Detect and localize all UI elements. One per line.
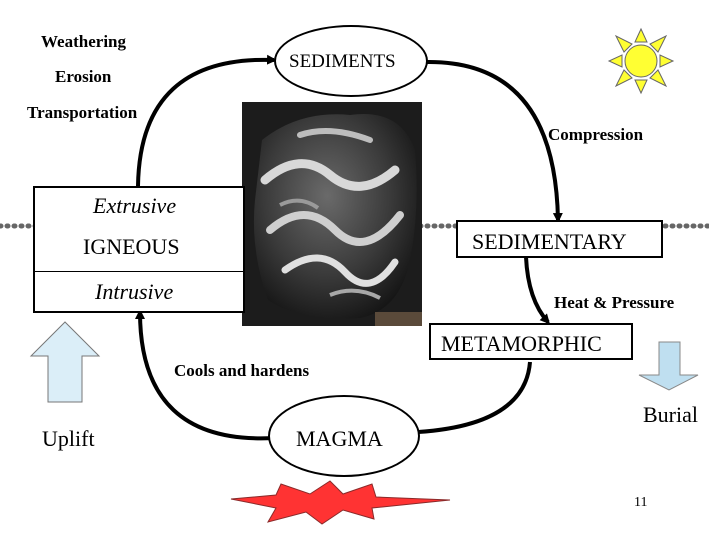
rock-photo <box>242 102 422 326</box>
magma-burst-icon <box>230 480 451 525</box>
metamorphic-box <box>429 323 633 360</box>
metamorphic-label: METAMORPHIC <box>441 331 602 356</box>
uplift-label: Uplift <box>42 426 95 451</box>
igneous-label: IGNEOUS <box>83 234 180 259</box>
transportation-label: Transportation <box>27 103 138 122</box>
heat-pressure-label: Heat & Pressure <box>554 293 675 312</box>
arrow-up-icon <box>29 321 101 403</box>
arrow-sedimentary-to-metamorphic <box>524 256 551 325</box>
compression-label: Compression <box>548 125 644 144</box>
arrow-magma-to-igneous <box>135 309 275 441</box>
sediments-oval <box>274 25 428 97</box>
page-number: 11 <box>634 495 648 510</box>
sedimentary-label: SEDIMENTARY <box>472 229 627 254</box>
magma-oval <box>268 395 420 477</box>
igneous-box <box>33 186 245 313</box>
cools-hardens-label: Cools and hardens <box>174 361 310 380</box>
sedimentary-box <box>456 220 663 258</box>
magma-label: MAGMA <box>296 426 383 451</box>
burial-label: Burial <box>643 402 698 427</box>
weathering-label: Weathering <box>41 32 126 51</box>
intrusive-label: Intrusive <box>95 279 174 304</box>
arrow-down-icon <box>638 341 699 391</box>
sediments-label: SEDIMENTS <box>289 51 396 72</box>
erosion-label: Erosion <box>55 67 112 86</box>
arrow-metamorphic-to-magma <box>417 361 532 434</box>
sun-icon <box>607 27 675 95</box>
extrusive-label: Extrusive <box>93 193 177 218</box>
arrow-igneous-to-sediments <box>136 54 277 187</box>
arrow-sediments-to-sedimentary <box>425 59 563 223</box>
